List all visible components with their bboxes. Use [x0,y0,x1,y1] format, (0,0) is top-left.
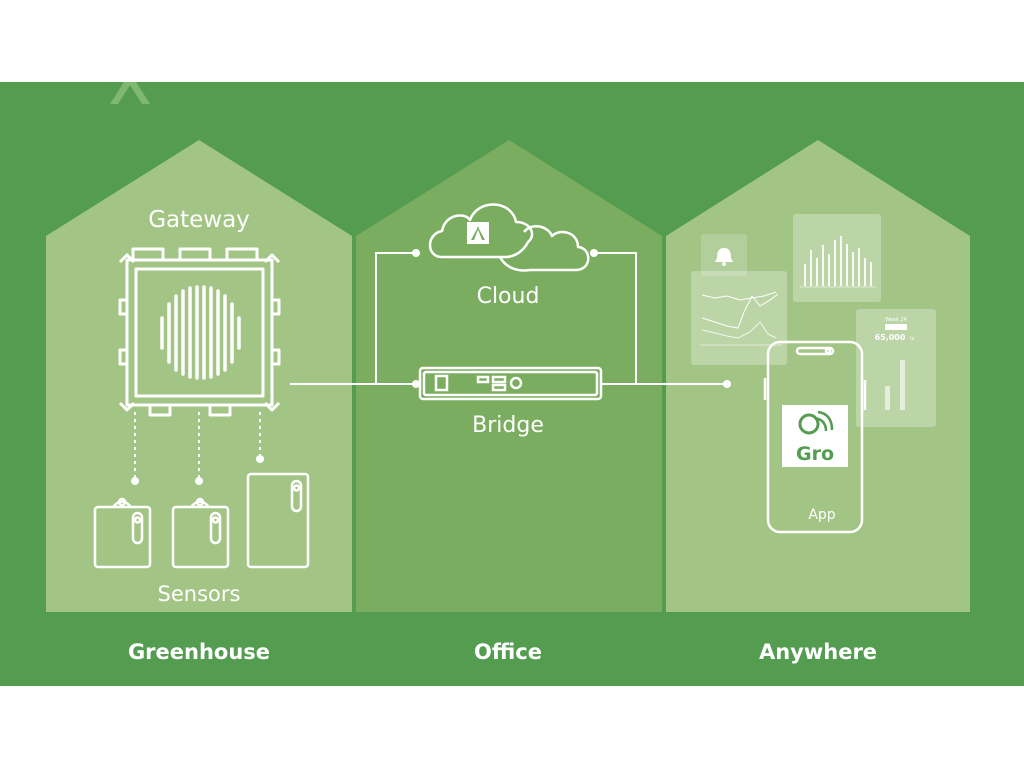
zone-label-office: Office [474,640,542,664]
cloud-bridge-links [375,252,637,384]
anywhere-zone [666,140,970,612]
office-zone [356,140,662,612]
gateway-sensor-links [134,412,261,480]
sensors-label: Sensors [158,582,241,606]
connector-dots [131,455,264,485]
stat-card: Week 24 65,000 lx [856,309,936,427]
stat-card-unit: lx [910,336,914,342]
zone-label-greenhouse: Greenhouse [128,640,270,664]
stat-card-value: 65,000 [875,333,906,342]
brand-logo-icon [110,82,150,104]
bridge-device-icon [418,366,603,401]
cloud-icon [428,203,590,272]
sensor-device-icon [246,472,310,569]
cloud-label: Cloud [477,284,540,309]
sensor-device-icon [171,497,230,569]
diagram-canvas: Gateway [0,82,1024,686]
cloud-brand-badge [467,222,489,244]
app-logo: Gro [782,405,848,467]
zone-label-anywhere: Anywhere [759,640,877,664]
chart-icon [793,214,881,302]
app-logo-text: Gro [796,443,834,465]
gateway-device-icon [118,247,281,417]
line-chart-card [691,271,787,365]
gateway-label: Gateway [148,207,250,233]
phone-icon [763,340,867,534]
stat-card-header: Week 24 [885,317,907,323]
sensor-device-icon [93,497,152,569]
bell-icon [715,248,733,266]
gateway-speaker-grille [160,285,241,380]
bridge-label: Bridge [472,413,544,438]
app-label: App [808,507,835,523]
